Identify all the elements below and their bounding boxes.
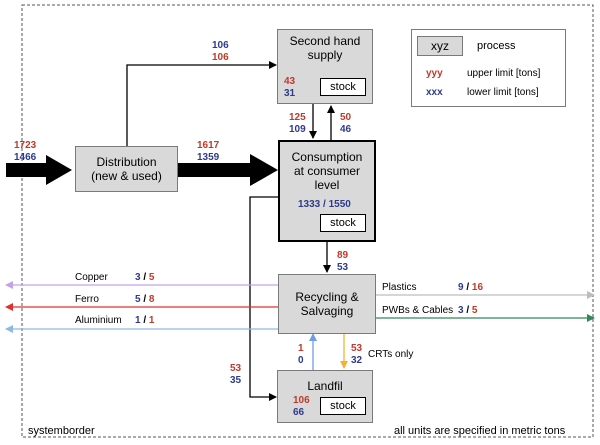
recycling-label: Recycling & Salvaging xyxy=(295,290,359,318)
cons-to-landfil-upper: 53 xyxy=(230,363,242,374)
copper-values: 3 / 5 xyxy=(135,272,155,283)
plastics-values: 9 / 16 xyxy=(458,282,484,293)
dist-to-cons-lower: 1359 xyxy=(197,152,220,163)
legend-process-swatch: xyz xyxy=(417,36,463,56)
distribution-to-consumption-arrow xyxy=(178,154,278,186)
consumption-stock-value: 1333 / 1550 xyxy=(298,199,351,210)
landfil-stock-upper: 106 xyxy=(293,395,310,406)
system-border-label: systemborder xyxy=(28,425,95,437)
second-stock-upper: 43 xyxy=(284,76,296,87)
distribution-label: Distribution (new & used) xyxy=(91,155,162,183)
landfil-to-recycling-upper: 1 xyxy=(298,343,304,354)
crts-only-label: CRTs only xyxy=(368,349,414,360)
landfil-stock-lower: 66 xyxy=(293,407,305,418)
landfil-label: Landfil xyxy=(307,379,343,393)
input-lower: 1466 xyxy=(14,152,37,163)
cons-to-recycling-lower: 53 xyxy=(337,262,349,273)
second-hand-supply-box: Second hand supply xyxy=(277,29,373,104)
landfil-to-recycling-lower: 0 xyxy=(298,355,304,366)
cons-to-second-lower: 46 xyxy=(340,124,352,135)
dist-to-second-upper: 106 xyxy=(212,52,229,63)
pwbs-label: PWBs & Cables xyxy=(382,305,454,316)
aluminium-label: Aluminium xyxy=(75,315,122,326)
distribution-box: Distribution (new & used) xyxy=(75,146,178,192)
recycling-to-landfil-upper: 53 xyxy=(351,343,363,354)
consumption-to-landfil-arrow xyxy=(249,196,278,401)
legend-upper-code: yyy xyxy=(426,68,443,79)
consumption-label: Consumption at consumer level xyxy=(291,150,363,192)
second-to-cons-lower: 109 xyxy=(289,124,306,135)
second-to-cons-upper: 125 xyxy=(289,112,306,123)
cons-to-second-upper: 50 xyxy=(340,112,352,123)
system-border xyxy=(21,4,594,438)
dist-to-cons-upper: 1617 xyxy=(197,140,220,151)
aluminium-values: 1 / 1 xyxy=(135,315,155,326)
landfil-stock: stock xyxy=(320,397,366,415)
ferro-label: Ferro xyxy=(75,294,99,305)
plastics-label: Plastics xyxy=(382,282,417,293)
legend-upper-label: upper limit [tons] xyxy=(467,68,541,79)
cons-to-landfil-lower: 35 xyxy=(230,375,242,386)
distribution-to-second-hand-arrow xyxy=(126,61,277,146)
dist-to-second-lower: 106 xyxy=(212,40,229,51)
legend-lower-code: xxx xyxy=(426,87,443,98)
second-hand-stock: stock xyxy=(320,78,366,96)
ferro-values: 5 / 8 xyxy=(135,294,155,305)
legend-process-label: process xyxy=(477,40,516,52)
consumption-stock: stock xyxy=(320,214,366,232)
legend-lower-label: lower limit [tons] xyxy=(467,87,539,98)
legend: xyz process yyy upper limit [tons] xxx l… xyxy=(411,29,566,107)
units-note: all units are specified in metric tons xyxy=(394,425,566,437)
input-upper: 1723 xyxy=(14,140,37,151)
second-hand-supply-label: Second hand supply xyxy=(289,34,361,62)
copper-label: Copper xyxy=(75,272,108,283)
second-stock-lower: 31 xyxy=(284,88,296,99)
recycling-to-landfil-lower: 32 xyxy=(351,355,363,366)
recycling-box: Recycling & Salvaging xyxy=(278,274,376,334)
cons-to-recycling-upper: 89 xyxy=(337,250,349,261)
input-arrow xyxy=(6,155,72,185)
pwbs-values: 3 / 5 xyxy=(458,305,478,316)
